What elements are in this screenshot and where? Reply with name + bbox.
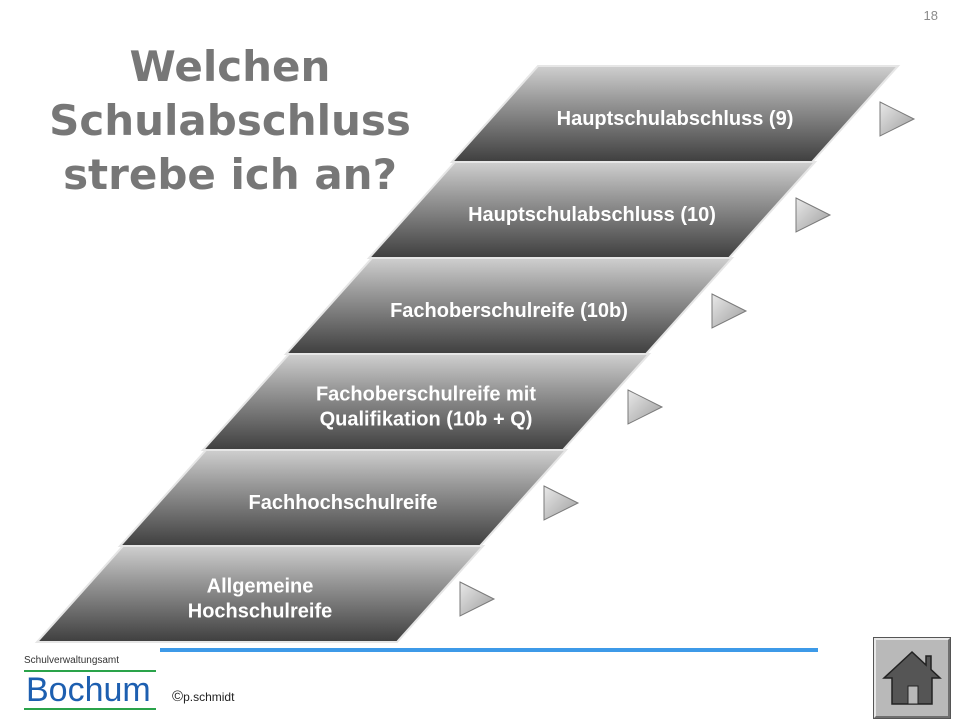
page-title: Welchen Schulabschluss strebe ich an? (30, 40, 430, 202)
play-triangle-icon (795, 197, 832, 233)
title-line-1: Welchen (129, 42, 331, 91)
play-button-6[interactable] (459, 581, 496, 617)
play-button-1[interactable] (879, 101, 916, 137)
play-triangle-icon (711, 293, 748, 329)
play-triangle-icon (543, 485, 580, 521)
degree-label-4-line-1: Fachoberschulreife mit (316, 384, 536, 406)
copyright-name: p.schmidt (183, 690, 235, 704)
degree-label-2-line-1: Hauptschulabschluss (10) (468, 204, 716, 226)
title-line-2: Schulabschluss (49, 96, 411, 145)
degree-label-5-line-1: Fachhochschulreife (249, 492, 438, 514)
org-label: Schulverwaltungsamt (24, 655, 120, 666)
home-button[interactable] (874, 638, 950, 718)
footer-divider (160, 648, 818, 652)
play-button-5[interactable] (543, 485, 580, 521)
slide-number: 18 (923, 8, 938, 23)
play-triangle-icon (627, 389, 664, 425)
logo-text: Bochum (26, 671, 151, 709)
degree-label-3-line-1: Fachoberschulreife (10b) (390, 300, 628, 322)
logo-line-top (24, 670, 156, 672)
play-button-4[interactable] (627, 389, 664, 425)
play-button-3[interactable] (711, 293, 748, 329)
play-triangle-icon (879, 101, 916, 137)
degree-label-4-line-2: Qualifikation (10b + Q) (320, 409, 533, 431)
copyright: ©p.schmidt (172, 688, 234, 705)
degree-label-6-line-2: Hochschulreife (188, 601, 332, 623)
copyright-symbol: © (172, 688, 184, 705)
degree-band-6 (34, 545, 486, 643)
logo-line-bottom (24, 708, 156, 710)
degree-label-6-line-1: Allgemeine (207, 576, 314, 598)
title-line-3: strebe ich an? (63, 150, 397, 199)
play-button-2[interactable] (795, 197, 832, 233)
house-icon (882, 650, 942, 705)
degree-label-1-line-1: Hauptschulabschluss (9) (557, 108, 794, 130)
play-triangle-icon (459, 581, 496, 617)
city-logo: Bochum (24, 670, 156, 712)
